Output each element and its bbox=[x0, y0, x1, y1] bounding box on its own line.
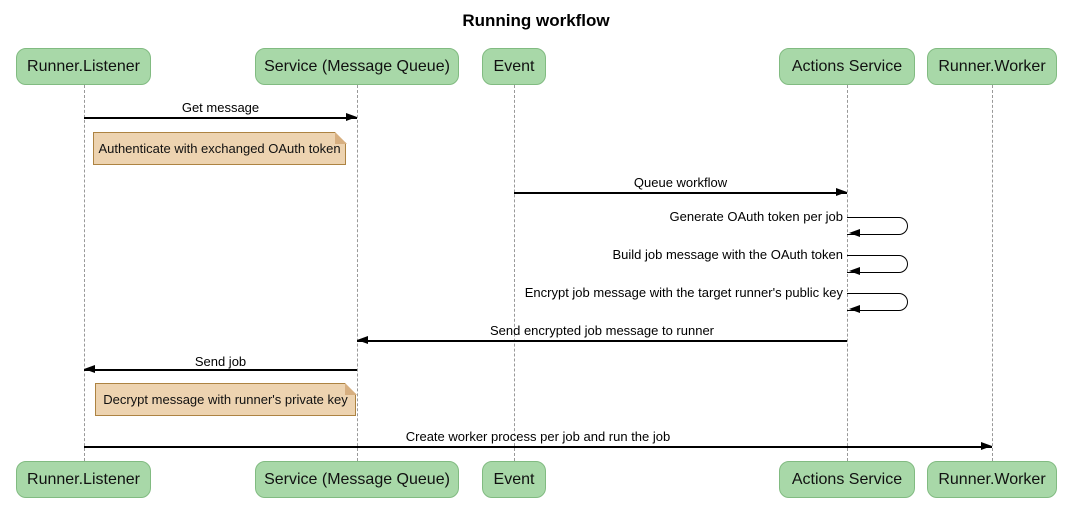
message-line-send-encrypted-job bbox=[357, 340, 847, 342]
self-message-loop bbox=[847, 217, 908, 235]
participant-service-message-queue-top: Service (Message Queue) bbox=[255, 48, 459, 85]
self-message-loop bbox=[847, 255, 908, 273]
arrowhead-right-icon bbox=[981, 442, 992, 450]
self-message-loop bbox=[847, 293, 908, 311]
participant-event-bottom: Event bbox=[482, 461, 546, 498]
participant-label: Service (Message Queue) bbox=[264, 57, 450, 75]
message-line-get-message bbox=[84, 117, 357, 119]
participant-label: Runner.Listener bbox=[27, 470, 140, 488]
message-line-create-worker-process bbox=[84, 446, 992, 448]
note-fold-icon bbox=[344, 382, 357, 395]
participant-actions-service-top: Actions Service bbox=[779, 48, 915, 85]
message-line-send-job bbox=[84, 369, 357, 371]
participant-label: Event bbox=[493, 57, 535, 75]
participant-label: Actions Service bbox=[791, 470, 903, 488]
diagram-title: Running workflow bbox=[462, 11, 610, 30]
participant-service-message-queue-bottom: Service (Message Queue) bbox=[255, 461, 459, 498]
arrowhead-right-icon bbox=[836, 188, 847, 196]
lifeline-event bbox=[514, 85, 515, 461]
arrowhead-right-icon bbox=[346, 113, 357, 121]
message-label-queue-workflow: Queue workflow bbox=[633, 175, 728, 190]
lifeline-runner-listener bbox=[84, 85, 85, 461]
lifeline-service-message-queue bbox=[357, 85, 358, 461]
participant-event-top: Event bbox=[482, 48, 546, 85]
participant-actions-service-bottom: Actions Service bbox=[779, 461, 915, 498]
arrowhead-left-icon bbox=[357, 336, 368, 344]
participant-runner-worker-bottom: Runner.Worker bbox=[927, 461, 1057, 498]
note-text: Authenticate with exchanged OAuth token bbox=[98, 141, 341, 156]
note-text: Decrypt message with runner's private ke… bbox=[103, 392, 348, 407]
participant-label: Actions Service bbox=[791, 57, 903, 75]
participant-runner-worker-top: Runner.Worker bbox=[927, 48, 1057, 85]
message-label-encrypt-job-message: Encrypt job message with the target runn… bbox=[524, 285, 843, 300]
arrowhead-left-icon bbox=[849, 267, 860, 275]
message-label-send-job: Send job bbox=[194, 354, 247, 369]
message-label-generate-oauth-token: Generate OAuth token per job bbox=[669, 209, 843, 224]
lifeline-actions-service bbox=[847, 85, 848, 461]
note-decrypt-message: Decrypt message with runner's private ke… bbox=[95, 382, 357, 416]
arrowhead-left-icon bbox=[849, 229, 860, 237]
message-label-send-encrypted-job: Send encrypted job message to runner bbox=[489, 323, 715, 338]
lifeline-runner-worker bbox=[992, 85, 993, 461]
message-label-create-worker-process: Create worker process per job and run th… bbox=[405, 429, 671, 444]
participant-label: Event bbox=[493, 470, 535, 488]
message-label-build-job-message: Build job message with the OAuth token bbox=[612, 247, 843, 262]
participant-label: Service (Message Queue) bbox=[264, 470, 450, 488]
participant-label: Runner.Worker bbox=[938, 57, 1046, 75]
message-label-get-message: Get message bbox=[181, 100, 260, 115]
participant-label: Runner.Worker bbox=[938, 470, 1046, 488]
participant-runner-listener-top: Runner.Listener bbox=[16, 48, 151, 85]
participant-label: Runner.Listener bbox=[27, 57, 140, 75]
arrowhead-left-icon bbox=[849, 305, 860, 313]
arrowhead-left-icon bbox=[84, 365, 95, 373]
note-authenticate-oauth: Authenticate with exchanged OAuth token bbox=[93, 131, 347, 165]
note-fold-icon bbox=[334, 131, 347, 144]
participant-runner-listener-bottom: Runner.Listener bbox=[16, 461, 151, 498]
message-line-queue-workflow bbox=[514, 192, 847, 194]
